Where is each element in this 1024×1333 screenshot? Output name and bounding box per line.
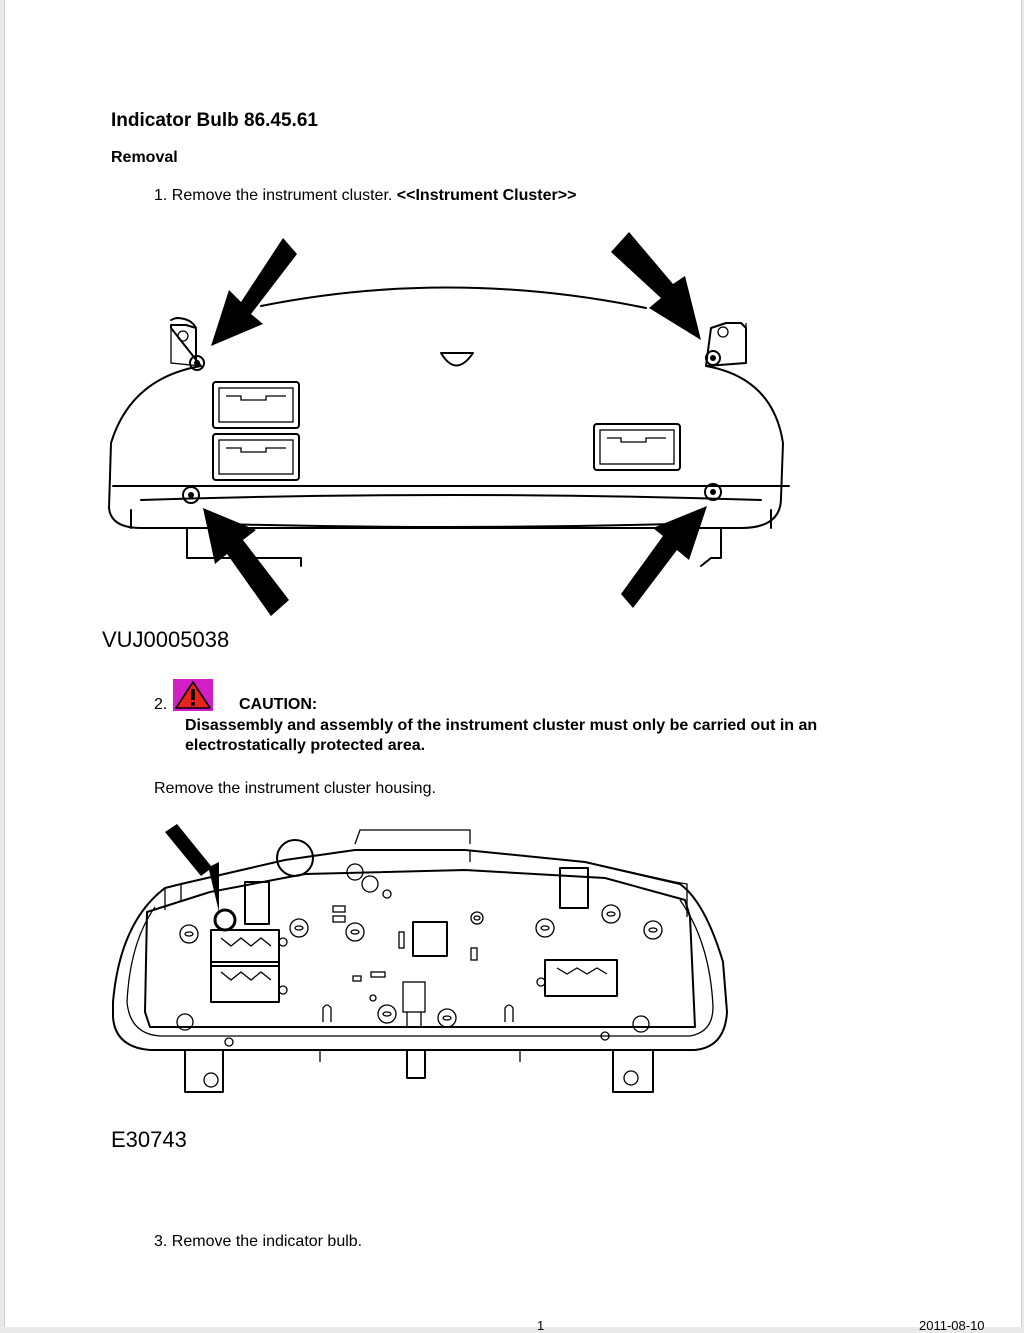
step-3-number: 3. [154,1233,168,1250]
figure-2-code: E30743 [111,1127,187,1152]
figure-instrument-cluster-rear [108,232,790,616]
caution-text: Disassembly and assembly of the instrume… [185,717,818,754]
page-title: Indicator Bulb 86.45.61 [111,110,318,131]
step-1-number: 1. [154,187,168,204]
section-heading-removal: Removal [111,149,178,166]
figure-instrument-cluster-housing [112,824,728,1093]
caution-label: CAUTION: [239,696,318,713]
document-page: Indicator Bulb 86.45.61 Removal 1. Remov… [4,0,1022,1333]
footer-date: 2011-08-10 [919,1318,985,1333]
footer-page-number: 1 [537,1318,545,1333]
step-2-number: 2. [154,696,168,713]
figure-1-code: VUJ0005038 [102,627,230,652]
step-3: 3. Remove the indicator bulb. [154,1233,362,1251]
step-1: 1. Remove the instrument cluster. <<Inst… [154,187,576,205]
step-2-instruction: Remove the instrument cluster housing. [154,780,436,797]
warning-triangle-icon [173,679,213,711]
instrument-cluster-link[interactable]: <<Instrument Cluster>> [396,187,577,204]
step-1-text: Remove the instrument cluster. [171,187,393,204]
step-3-text: Remove the indicator bulb. [171,1233,363,1250]
